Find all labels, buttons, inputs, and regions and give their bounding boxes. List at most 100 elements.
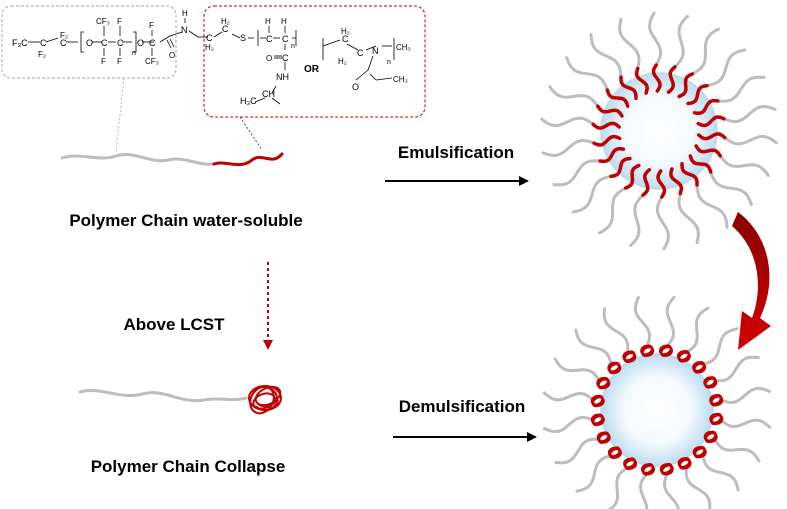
collapsed-red-globule — [659, 344, 673, 357]
linker-c2-label: C — [222, 24, 229, 34]
f3c-text: F₃C — [12, 38, 28, 48]
collapsed-red-globule — [692, 445, 707, 459]
cf3-top-label: CF₃ — [96, 17, 110, 26]
red-anchor-segment — [596, 104, 624, 118]
pnipam-nh: NH — [276, 72, 289, 82]
soluble-polymer-chain — [60, 152, 284, 167]
grey-chain-tail — [677, 192, 700, 245]
n-subscript: n — [132, 50, 136, 57]
collapsed-red-globule — [607, 361, 622, 375]
grey-chain-tail — [684, 306, 710, 355]
f-top-label-2: F — [149, 21, 154, 30]
collapsed-red-globule — [641, 463, 655, 476]
collapsed-polymer-chain — [78, 385, 282, 415]
grey-chain-tail — [638, 471, 649, 509]
c-atom-3: C — [101, 38, 108, 48]
grey-chain-tail — [709, 170, 753, 206]
grey-chain-tail — [723, 134, 778, 146]
or-label: OR — [304, 64, 320, 75]
pfpe-structure-box: F₃C C F₂ F₂ C O C CF₃ F C F F n O C F CF… — [1, 5, 177, 79]
o-atom-2: O — [137, 38, 144, 48]
collapsed-red-globule — [692, 361, 707, 374]
collapse-label: Polymer Chain Collapse — [91, 457, 286, 476]
collapsed-red-globule — [596, 376, 611, 390]
demulsified-corona — [542, 295, 772, 509]
red-anchor-segment — [623, 163, 641, 190]
pox-c1: C — [342, 34, 349, 44]
pox-ch3: CH₃ — [396, 43, 411, 52]
collapsed-globule — [248, 385, 282, 415]
red-anchor-segment — [651, 63, 662, 93]
sulfur-label: S — [240, 33, 246, 43]
grey-chain-tail — [571, 174, 613, 214]
linker-h2b-label: H₂ — [221, 17, 230, 26]
red-anchor-segment — [688, 154, 713, 174]
grey-chain-tail — [700, 327, 739, 366]
grey-chain-tail — [548, 85, 600, 108]
c-atom-4: C — [117, 38, 124, 48]
grey-chain-tail — [554, 437, 602, 465]
pnipam-h-top: H — [265, 17, 271, 26]
grey-chain-tail — [662, 471, 680, 509]
grey-chain-tail — [552, 159, 602, 187]
red-anchor-segment — [697, 132, 727, 141]
f-top2-label: F — [117, 57, 122, 66]
emulsification-label: Emulsification — [398, 143, 514, 162]
red-anchor-segment — [677, 72, 695, 99]
pox-n-subscript: n — [387, 59, 391, 66]
c-atom-1: C — [40, 38, 47, 48]
grey-chain-tail — [602, 307, 630, 355]
collapsed-red-globule — [623, 457, 638, 470]
grey-chain-tail — [655, 195, 670, 251]
collapsed-red-globule — [703, 376, 718, 389]
above-lcst-label: Above LCST — [123, 315, 225, 334]
amide-link: H N — [175, 9, 199, 38]
linker-c-label: C — [206, 33, 213, 43]
grey-chain-tail — [665, 295, 676, 349]
pnipam-structure-box: C H₂ C H₂ S H H C C n C O NH CH H₃C OR C… — [198, 5, 426, 118]
red-anchor-segment — [696, 115, 726, 128]
grey-chain-tail — [540, 116, 595, 128]
c-atom-2: C — [60, 38, 67, 48]
grey-chain-tail — [684, 465, 712, 509]
red-anchor-segment — [609, 156, 632, 179]
pnipam-carbonyl-c: C — [282, 53, 289, 63]
red-anchor-segment — [680, 161, 699, 187]
grey-chain-tail — [629, 193, 645, 247]
collapsed-red-globule — [596, 431, 611, 444]
grey-chain-tail — [633, 296, 652, 349]
grey-chain-tail — [607, 465, 630, 509]
grey-chain-tail — [543, 415, 596, 434]
red-anchor-segment — [605, 88, 630, 108]
red-anchor-segment — [641, 168, 652, 197]
pox-c2: C — [357, 48, 364, 58]
red-anchor-segment — [666, 65, 677, 94]
collapsed-red-globule — [676, 350, 691, 363]
pnipam-c1: C — [266, 34, 273, 44]
grey-leader-line — [115, 77, 125, 153]
red-anchor-segment — [591, 121, 621, 130]
pnipam-o: O — [266, 54, 272, 63]
collapsed-red-globule — [677, 457, 692, 470]
grey-chain-tail — [541, 138, 596, 158]
demulsified-droplet — [542, 295, 772, 509]
grey-chain-tail — [575, 454, 614, 493]
red-anchor-segment — [592, 134, 622, 147]
red-anchor-segment — [656, 169, 667, 199]
emulsion-droplet — [540, 11, 778, 251]
linker-h2-label: H₂ — [205, 43, 214, 52]
transition-curved-arrow — [732, 212, 771, 350]
red-anchor-segment — [669, 167, 684, 196]
collapsed-red-globule — [709, 393, 724, 407]
pox-n-atom: N — [372, 46, 379, 56]
cf3-bottom-label: CF₃ — [145, 57, 159, 66]
pox-h2-top: H₂ — [341, 27, 350, 36]
collapsed-red-globule — [590, 394, 605, 408]
demulsification-label: Demulsification — [399, 397, 526, 416]
pnipam-ch: CH — [262, 89, 275, 99]
collapsed-red-globule — [607, 446, 622, 459]
grey-chain-tail — [718, 418, 772, 429]
water-soluble-label: Polymer Chain water-soluble — [69, 211, 302, 230]
f-top-label: F — [117, 17, 122, 26]
red-anchor-segment — [686, 83, 709, 106]
